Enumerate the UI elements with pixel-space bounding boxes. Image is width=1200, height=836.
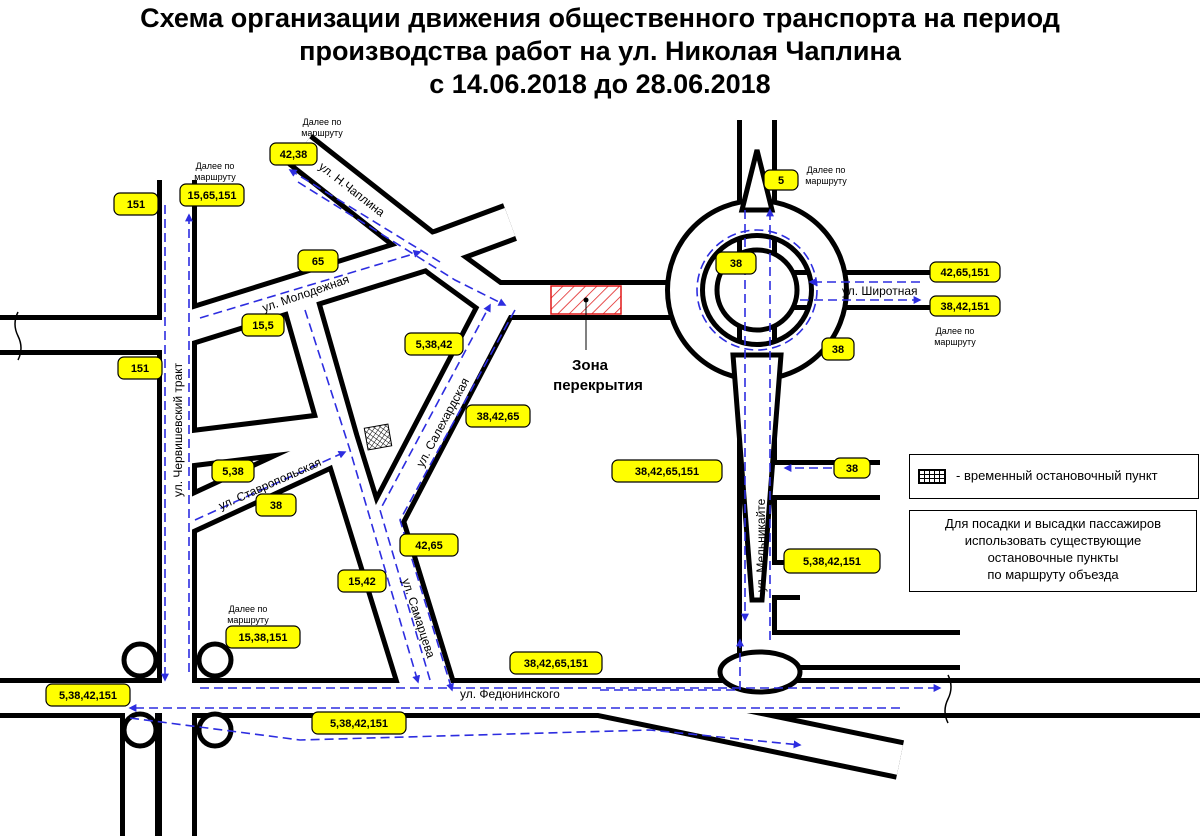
legend-info-line-2: использовать существующие	[964, 533, 1142, 548]
svg-text:38: 38	[730, 258, 742, 270]
zone-label-1: Зона	[572, 357, 609, 374]
route-line-18	[600, 638, 744, 691]
further-notes: Далее по маршруту Далее по маршруту Дале…	[194, 117, 976, 625]
route-line-7	[379, 303, 491, 681]
bottom-right-island	[717, 649, 803, 695]
bus-routes	[128, 169, 942, 749]
zone-label-2: перекрытия	[553, 377, 643, 394]
street-fedyuninskogo: ул. Федюнинского	[460, 687, 560, 701]
title-line-1: Схема организации движения общественного…	[140, 3, 1060, 33]
route-tag: 38,42,65,151	[611, 459, 723, 483]
clover-island-3	[121, 711, 159, 749]
svg-text:38: 38	[270, 500, 282, 512]
route-line-6	[399, 309, 516, 692]
svg-text:5,38,42,151: 5,38,42,151	[59, 690, 117, 702]
break-mark-left	[14, 311, 22, 361]
route-tag: 38,42,151	[929, 295, 1001, 317]
route-tag: 42,38	[269, 142, 318, 166]
route-tag: 38,42,65,151	[509, 651, 603, 675]
route-tag: 15,38,151	[225, 625, 301, 649]
route-tag: 42,65	[399, 533, 459, 557]
legend-info-line-4: по маршруту объезда	[987, 567, 1119, 582]
route-tag: 38	[821, 337, 855, 361]
legend-info: Для посадки и высадки пассажиров использ…	[909, 510, 1197, 592]
note-further-1b: маршруту	[301, 128, 343, 138]
svg-text:5,38,42,151: 5,38,42,151	[330, 718, 388, 730]
route-line-5	[297, 181, 507, 306]
route-tag: 15,65,151	[179, 183, 245, 207]
break-mark-right	[944, 674, 952, 724]
note-further-2a: Далее по	[196, 161, 235, 171]
route-tag: 15,42	[337, 569, 387, 593]
svg-text:38,42,65,151: 38,42,65,151	[524, 658, 588, 670]
legend-info-line-1: Для посадки и высадки пассажиров	[944, 516, 1161, 531]
route-tag: 38	[255, 493, 297, 517]
svg-text:5: 5	[778, 175, 784, 187]
note-further-3b: маршруту	[805, 176, 847, 186]
svg-text:15,42: 15,42	[348, 576, 376, 588]
route-line-12	[129, 717, 802, 749]
route-tag: 151	[117, 356, 163, 380]
route-line-8	[304, 309, 421, 684]
road-network	[0, 120, 1200, 836]
route-tag: 38	[833, 457, 871, 479]
clover-island-2	[196, 641, 234, 679]
svg-text:151: 151	[127, 199, 145, 211]
temporary-stop-legend-icon	[918, 469, 946, 484]
route-tag: 5,38	[211, 459, 255, 483]
legend-info-line-3: остановочные пункты	[987, 550, 1119, 565]
route-tag: 5,38,42,151	[45, 683, 131, 707]
svg-text:15,5: 15,5	[252, 320, 273, 332]
svg-text:5,38: 5,38	[222, 466, 243, 478]
svg-text:38,42,151: 38,42,151	[941, 301, 990, 313]
route-tag: 5	[763, 169, 799, 191]
route-roundabout	[696, 229, 818, 351]
svg-text:15,65,151: 15,65,151	[188, 190, 237, 202]
note-further-2b: маршруту	[194, 172, 236, 182]
svg-text:5,38,42,151: 5,38,42,151	[803, 556, 861, 568]
clover-island-1	[121, 641, 159, 679]
street-shirotnaya: ул. Широтная	[842, 284, 918, 298]
route-tag: 5,38,42,151	[311, 711, 407, 735]
svg-text:151: 151	[131, 363, 149, 375]
route-tag: 5,38,42,151	[783, 548, 881, 574]
route-tag: 65	[297, 249, 339, 273]
svg-text:42,38: 42,38	[280, 149, 308, 161]
route-tag: 5,38,42	[404, 332, 464, 356]
temporary-stop-icon	[363, 423, 393, 451]
note-further-5b: маршруту	[227, 615, 269, 625]
svg-text:42,65,151: 42,65,151	[941, 267, 990, 279]
svg-text:38,42,65,151: 38,42,65,151	[635, 466, 699, 478]
svg-text:15,38,151: 15,38,151	[239, 632, 288, 644]
route-tag: 38,42,65	[465, 404, 531, 428]
svg-text:5,38,42: 5,38,42	[416, 339, 453, 351]
note-further-4b: маршруту	[934, 337, 976, 347]
note-further-3a: Далее по	[807, 165, 846, 175]
title-line-2: производства работ на ул. Николая Чаплин…	[299, 36, 901, 66]
title-line-3: с 14.06.2018 до 28.06.2018	[429, 69, 771, 99]
note-further-5a: Далее по	[229, 604, 268, 614]
note-further-4a: Далее по	[936, 326, 975, 336]
svg-text:65: 65	[312, 256, 324, 268]
legend-stop: - временный остановочный пункт	[909, 454, 1199, 499]
svg-text:38: 38	[846, 463, 858, 475]
clover-island-4	[196, 711, 234, 749]
route-line-3	[199, 250, 422, 319]
legend-stop-text: - временный остановочный пункт	[956, 468, 1158, 483]
map-title: Схема организации движения общественного…	[0, 2, 1200, 101]
route-line-4	[288, 169, 441, 263]
note-further-1a: Далее по	[303, 117, 342, 127]
route-tag: 42,65,151	[929, 261, 1001, 283]
route-tags: 42,38 15,65,151 151 65 15,5 151 5,38,42 …	[45, 142, 1001, 735]
street-melnikayte: ул. Мельникайте	[754, 498, 768, 592]
svg-text:38,42,65: 38,42,65	[477, 411, 520, 423]
route-tag: 38	[715, 251, 757, 275]
route-tag: 151	[113, 192, 159, 216]
svg-text:38: 38	[832, 344, 844, 356]
svg-text:42,65: 42,65	[415, 540, 443, 552]
street-chervishevsky: ул. Червишевский тракт	[171, 362, 185, 497]
route-tag: 15,5	[241, 313, 285, 337]
